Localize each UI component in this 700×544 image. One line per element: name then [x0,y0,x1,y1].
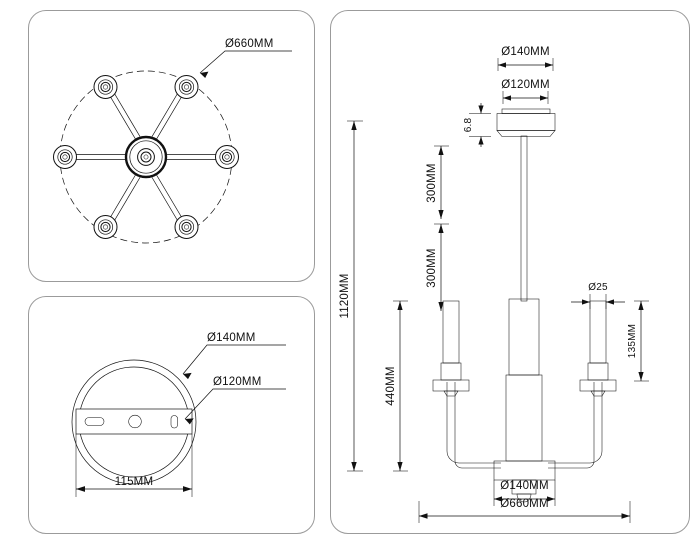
candle-right [579,300,617,397]
canopy-outer-diameter-label: Ø140MM [207,332,256,344]
plan-outer-diameter-label: Ø660MM [225,38,274,50]
central-body [505,298,543,462]
elev-candle-diameter-label: Ø25 [588,282,608,293]
panel-front-elevation-view: Ø140MM Ø120MM [330,10,690,534]
bottom-hub [493,460,556,503]
leader-canopy-outer [182,344,286,380]
arm-group [76,88,216,226]
finial [516,493,532,503]
canopy-view-drawing: 115MM Ø140MM Ø120MM [71,332,286,497]
dimension-rod-upper [434,145,449,219]
panel-canopy-plan-view: 115MM Ø140MM Ø120MM [28,296,315,534]
elev-overall-height-label: 1120MM [339,273,351,318]
elev-rod-upper-label: 300MM [426,163,438,202]
canopy-bracket-width-label: 115MM [115,476,154,488]
elevation-view-drawing: Ø140MM Ø120MM [339,46,649,523]
elev-hub-diameter-label: Ø140MM [500,480,549,492]
leader-outer-diameter [199,50,292,78]
arm-right [548,382,603,469]
dimension-overall-height [347,120,363,472]
dimension-hub-diameter [493,480,556,506]
dimension-rod-lower [434,223,449,311]
elev-candle-height-label: 135MM [627,324,638,358]
elev-canopy-height-label: 6.8 [463,118,474,133]
elev-canopy-inner-label: Ø120MM [501,79,550,91]
bracket-slot-vertical [170,415,178,429]
leader-canopy-inner [184,388,286,425]
canopy-body [496,108,556,137]
elev-spread-diameter-label: Ø660MM [500,498,549,510]
candle-left [432,300,470,397]
dimension-body-height [393,300,408,472]
dimension-canopy-outer [497,58,554,71]
bracket-slot-horizontal [84,417,105,426]
dimension-candle-diameter [571,294,625,309]
elev-canopy-outer-label: Ø140MM [501,46,550,58]
dimension-canopy-inner [502,91,549,104]
arm-left [446,382,501,469]
canopy-inner-diameter-label: Ø120MM [213,376,262,388]
elev-body-height-label: 440MM [385,366,397,405]
panel-top-plan-view: Ø660MM [28,10,315,282]
bracket-hole-center [128,414,142,429]
dimension-spread-diameter [418,501,631,523]
plan-view-drawing: Ø660MM [53,38,292,244]
elev-rod-lower-label: 300MM [426,248,438,287]
dimension-candle-height [634,300,649,382]
dimension-bracket-width [75,434,193,497]
dimension-canopy-height [469,103,491,147]
suspension-rod [520,135,528,302]
center-hub [124,135,168,179]
mounting-bracket [75,408,193,435]
